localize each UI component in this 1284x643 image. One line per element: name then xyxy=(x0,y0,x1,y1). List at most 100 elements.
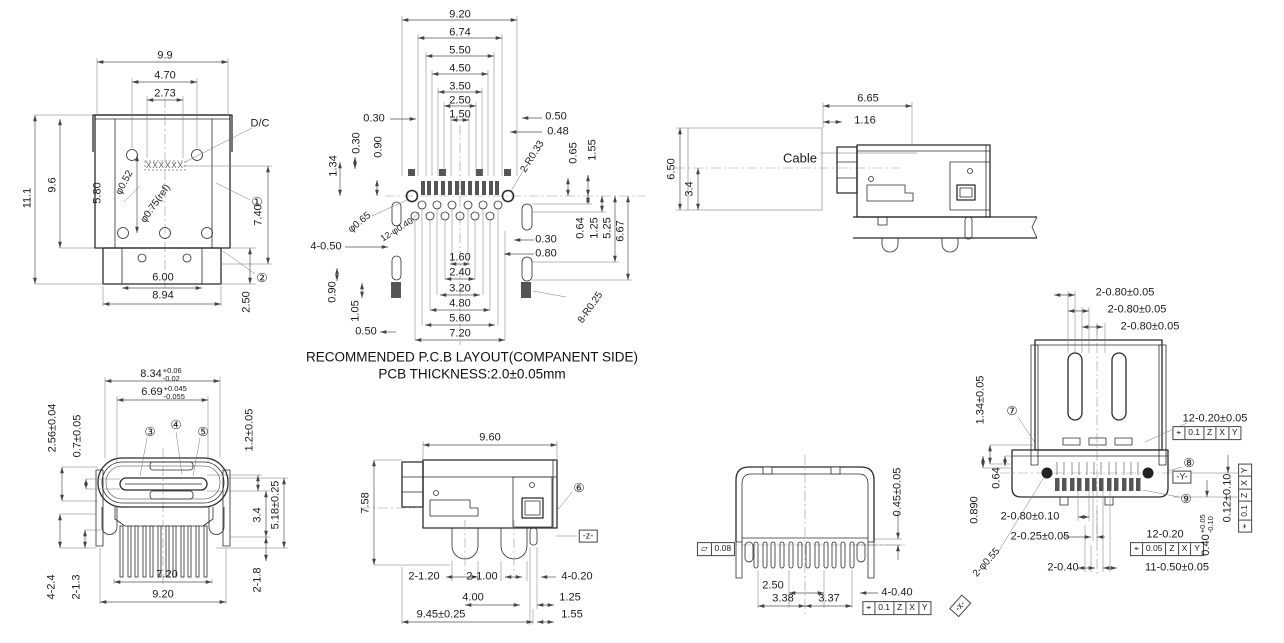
dim-pcb-560: 5.60 xyxy=(449,312,471,325)
dim-side-960: 9.60 xyxy=(479,431,501,444)
dim-front-tab-width-outer: 8.94 xyxy=(152,289,174,302)
dim-pcb-550: 5.50 xyxy=(449,44,471,57)
dim-pcb-gap-050: 0.50 xyxy=(545,110,567,123)
dim-rear-4-040: 4-0.40 xyxy=(881,586,913,599)
dim-f2-834: 8.34+0.06-0.02 xyxy=(140,366,182,383)
front-view: 9.9 4.70 2.73 D/C XXXXXX 11.1 9.6 5.80 φ… xyxy=(20,40,310,320)
dim-pcb-667: 6.67 xyxy=(614,220,627,242)
dim-pcb-480: 4.80 xyxy=(449,297,471,310)
top-view: 2-0.80±0.05 2-0.80±0.05 2-0.80±0.05 1.34… xyxy=(945,270,1284,630)
dim-pcb-674: 6.74 xyxy=(449,26,471,39)
flatness-frame: ▱0.08 xyxy=(696,542,736,556)
pcb-layout-drawing xyxy=(335,16,645,345)
dim-top-12-020-005: 12-0.20±0.05 xyxy=(1182,412,1248,425)
dim-side-945: 9.45±0.25 xyxy=(416,608,466,621)
dim-top-2-080: 2-0.80±0.10 xyxy=(1000,510,1060,523)
dim-cable-665: 6.65 xyxy=(857,92,879,105)
dim-pcb-155v: 1.55 xyxy=(586,139,599,161)
dim-cable-34: 3.4 xyxy=(683,181,696,197)
dim-pcb-320: 3.20 xyxy=(449,282,471,295)
dim-top-slot1: 2-0.80±0.05 xyxy=(1095,286,1155,299)
rear-view: 0.45±0.05 ▱0.08 2.50 3.38 3.37 4-0.40 ⌖0… xyxy=(690,440,940,640)
dim-pcb-920: 9.20 xyxy=(449,8,471,21)
dim-pcb-150: 1.50 xyxy=(449,108,471,121)
cable-side-drawing xyxy=(675,102,1038,253)
callout-6: ⑥ xyxy=(573,480,585,495)
dim-top-slot2: 2-0.80±0.05 xyxy=(1107,303,1167,316)
dim-pcb-065v: 0.65 xyxy=(567,142,580,164)
dim-front-hole-pitch-v: 5.80 xyxy=(91,182,104,204)
dim-pcb-350: 3.50 xyxy=(449,80,471,93)
dim-top-064: 0.64 xyxy=(990,467,1003,489)
dim-pcb-bl090: 0.90 xyxy=(326,281,339,303)
callout-4: ④ xyxy=(170,417,182,432)
dim-top-040: 0.40+0.05-0.10 xyxy=(1198,514,1215,556)
callout-5: ⑤ xyxy=(197,424,209,439)
dim-f2-518: 5.18±0.25 xyxy=(269,480,282,530)
dim-pcb-125: 1.25 xyxy=(588,217,601,239)
dim-front-tab-height: 2.50 xyxy=(240,291,253,313)
datum-y-flag: -Y- xyxy=(1172,470,1192,484)
front-view-2-drawing xyxy=(58,377,288,604)
dim-pcb-525: 5.25 xyxy=(601,217,614,239)
callout-3: ③ xyxy=(144,424,156,439)
callout-8: ⑧ xyxy=(1183,455,1195,470)
callout-7: ⑦ xyxy=(1006,403,1018,418)
datum-z-flag: -z- xyxy=(578,529,598,543)
dim-top-134: 1.34±0.05 xyxy=(974,375,987,425)
callout-2: ② xyxy=(256,270,268,285)
dim-front-lower-height: 7.40 xyxy=(252,204,265,226)
dim-side-4-020: 4-0.20 xyxy=(561,570,593,583)
dim-side-400: 4.00 xyxy=(462,591,484,604)
dim-pcb-bl105: 1.05 xyxy=(349,300,362,322)
dim-top-12-020: 12-0.20 xyxy=(1146,528,1184,541)
side-view: 9.60 7.58 ⑥ -z- 2-1.20 2-1.00 4-0.20 4.0… xyxy=(360,425,660,640)
dim-f2-2-13: 2-1.3 xyxy=(70,574,83,600)
dim-pcb-g030: 0.30 xyxy=(535,233,557,246)
side-view-drawing xyxy=(360,441,577,625)
dim-pcb-090v: 0.90 xyxy=(372,136,385,158)
dim-pcb-030v: 0.30 xyxy=(350,132,363,154)
top-view-drawing xyxy=(981,291,1241,575)
dim-front-overall-height: 11.1 xyxy=(21,187,34,209)
label-cable: Cable xyxy=(783,150,817,166)
dim-rear-250: 2.50 xyxy=(762,579,784,592)
dim-f2-07: 0.7±0.05 xyxy=(71,414,84,458)
dim-pcb-134v: 1.34 xyxy=(327,155,340,177)
dim-cable-116: 1.16 xyxy=(854,114,876,127)
note-pcb-thickness: PCB THICKNESS:2.0±0.05mm xyxy=(378,366,566,382)
dim-f2-920: 9.20 xyxy=(152,588,174,601)
label-marking-area: XXXXXX xyxy=(145,161,185,170)
dim-front-overall-width: 9.9 xyxy=(157,49,173,62)
dim-pcb-gap-048: 0.48 xyxy=(547,125,569,138)
dim-front-hole-span: 4.70 xyxy=(154,69,176,82)
dim-front-marking-span: 2.73 xyxy=(154,87,176,100)
dim-top-11-050: 11-0.50±0.05 xyxy=(1145,561,1209,574)
dim-pcb-720: 7.20 xyxy=(449,327,471,340)
rear-view-drawing xyxy=(705,455,905,615)
dim-f2-256: 2.56±0.04 xyxy=(46,403,59,453)
dim-pcb-250: 2.50 xyxy=(449,94,471,107)
dim-rear-045: 0.45±0.05 xyxy=(891,467,904,517)
front-view-drawing xyxy=(33,58,272,306)
dim-f2-12: 1.2±0.05 xyxy=(243,408,256,452)
dim-f2-4-24: 4-2.4 xyxy=(45,574,58,600)
dim-pcb-064: 0.64 xyxy=(574,217,587,239)
dim-pcb-bl050: 0.50 xyxy=(355,325,377,338)
dim-pcb-450: 4.50 xyxy=(449,62,471,75)
callout-9: ⑨ xyxy=(1180,491,1192,506)
dim-side-2-100: 2-1.00 xyxy=(466,570,498,583)
dim-top-slot3: 2-0.80±0.05 xyxy=(1120,320,1180,333)
dim-side-2-120: 2-1.20 xyxy=(408,570,440,583)
dim-front-tab-width: 6.00 xyxy=(152,271,174,284)
dim-side-758: 7.58 xyxy=(359,492,372,514)
dim-f2-720: 7.20 xyxy=(156,568,178,581)
dim-pcb-240: 2.40 xyxy=(449,266,471,279)
dim-rear-337: 3.37 xyxy=(818,592,840,605)
label-date-code: D/C xyxy=(250,117,270,130)
dim-f2-669: 6.69+0.045-0.055 xyxy=(141,384,187,401)
